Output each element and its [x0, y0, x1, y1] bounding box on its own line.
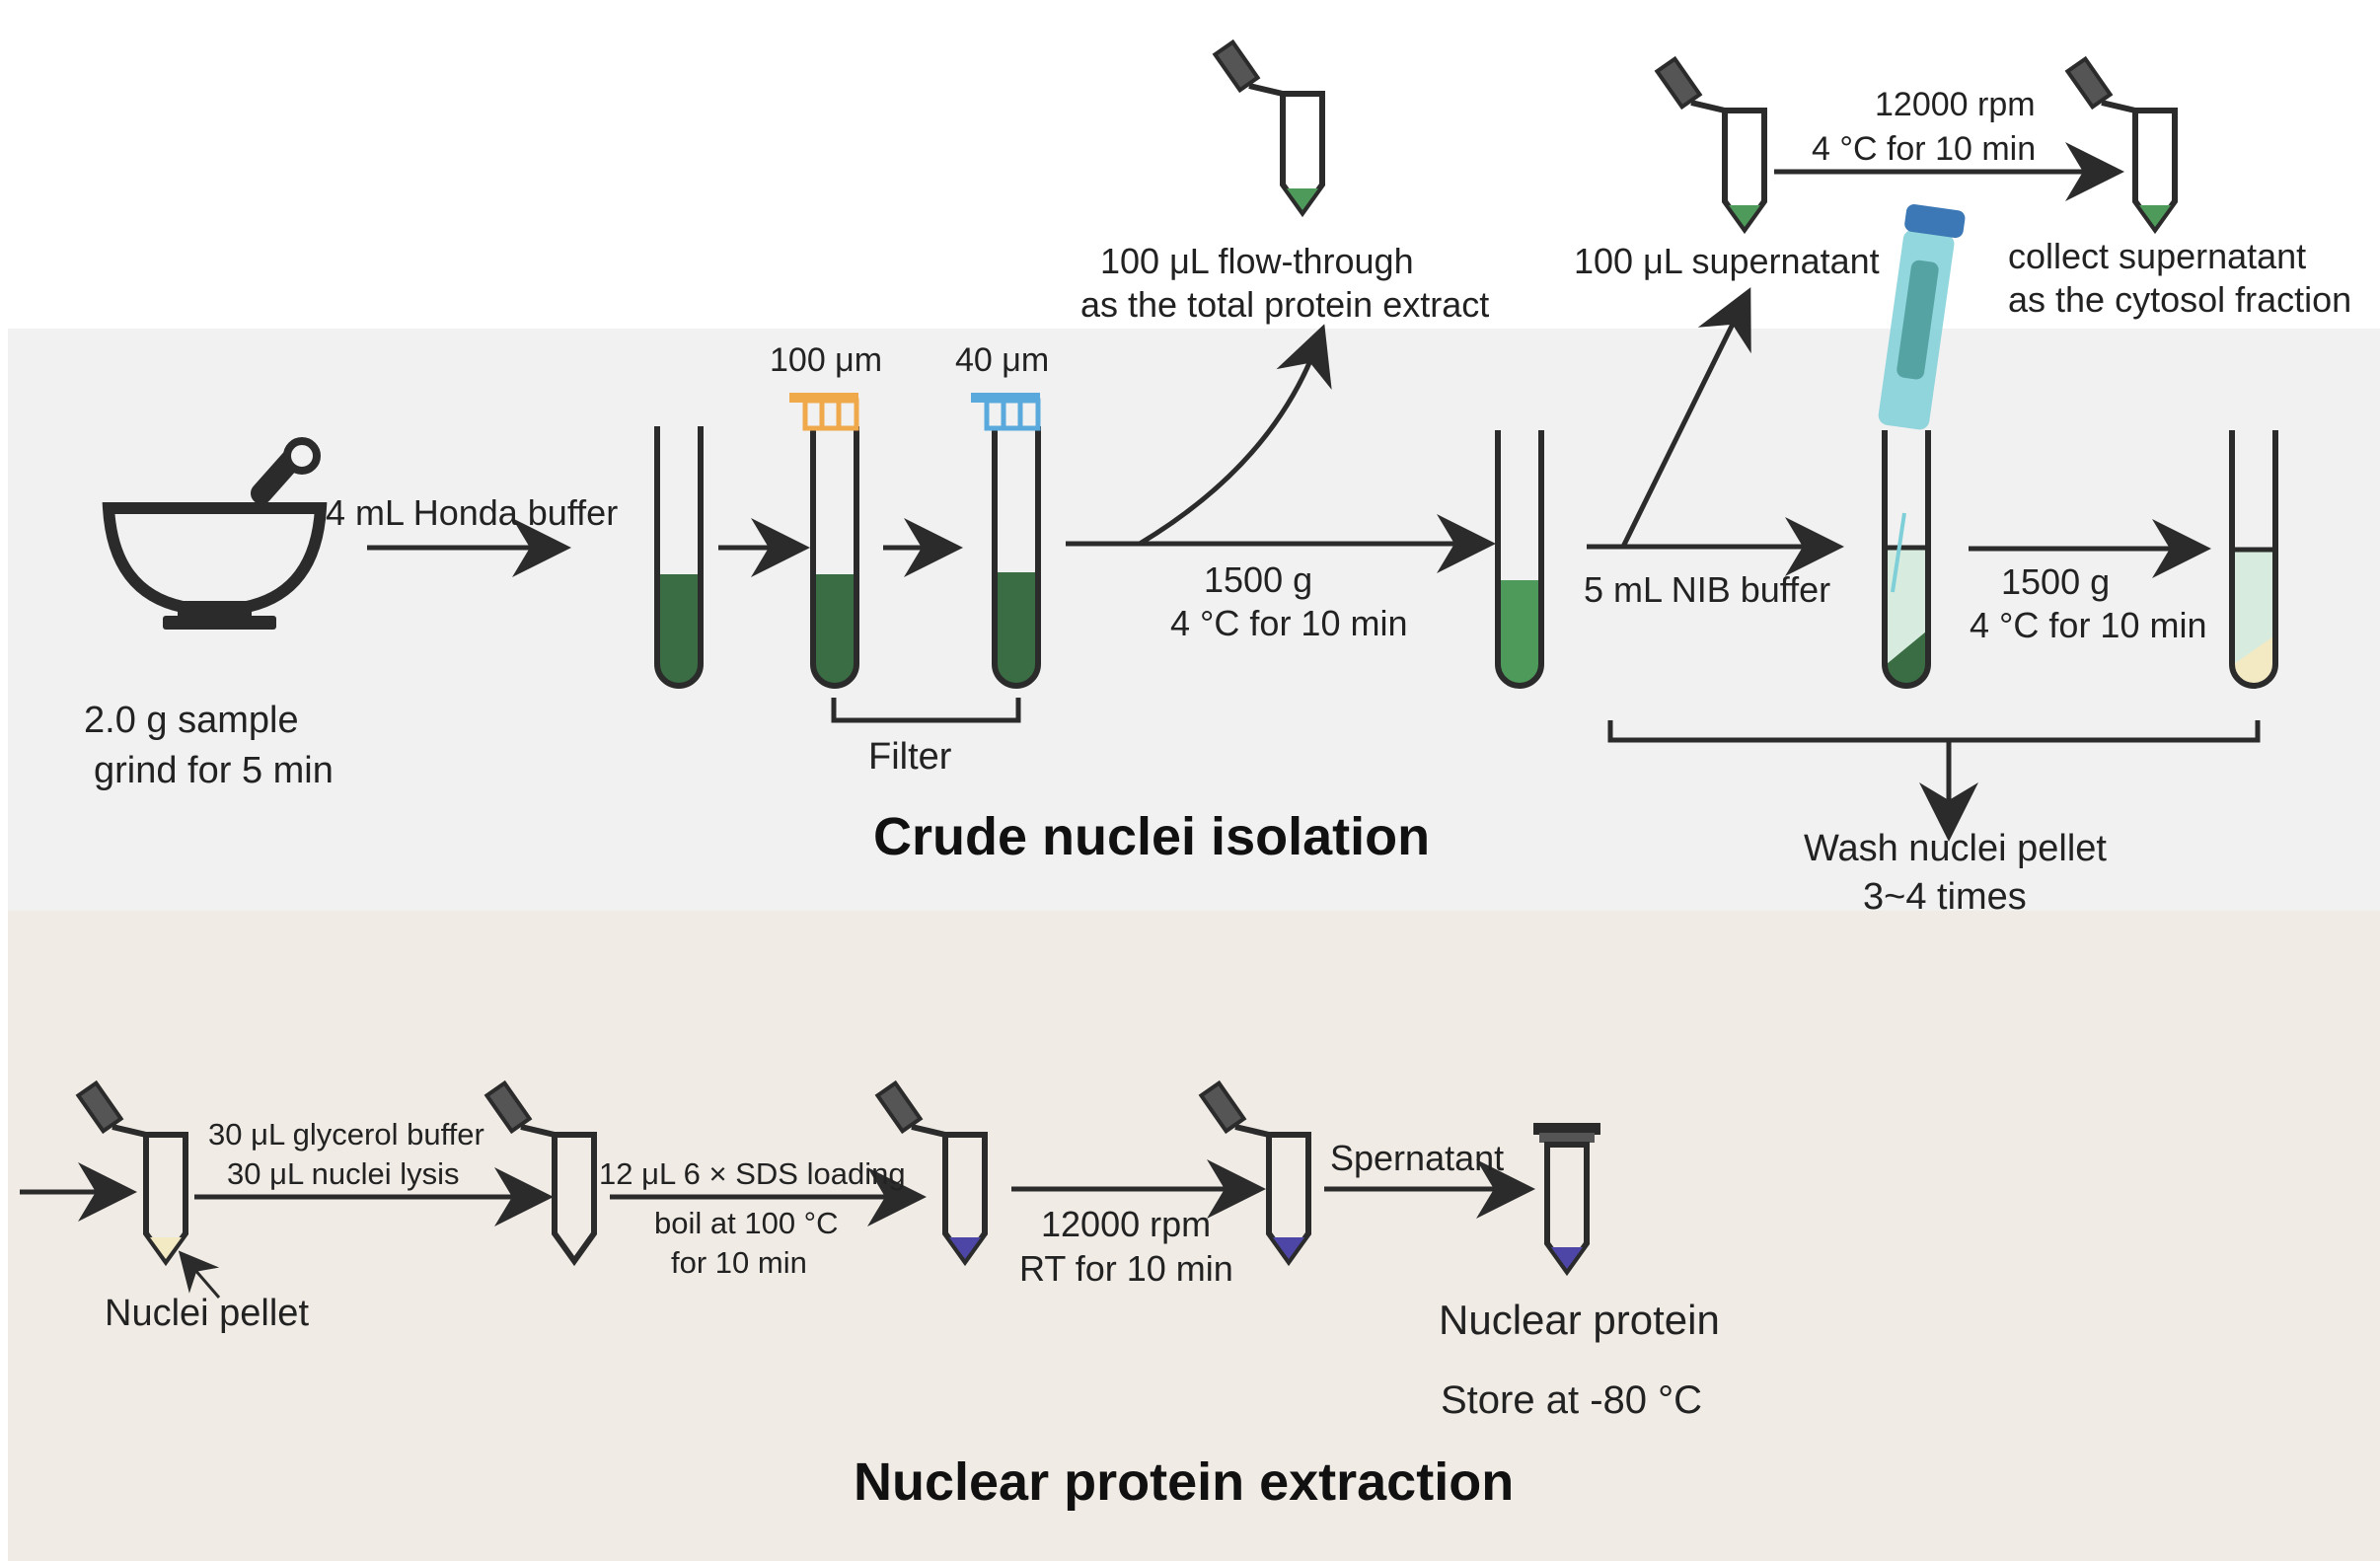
spin1-condition-label: 4 °C for 10 min: [1170, 603, 1408, 643]
nuclear-protein-label: Nuclear protein: [1439, 1297, 1720, 1343]
spin2-label: 1500 g: [2001, 561, 2110, 602]
arrow-icon: [1620, 287, 1751, 549]
arrow-icon: [1138, 324, 1332, 547]
rt-label: RT for 10 min: [1019, 1248, 1233, 1289]
spin2-condition-label: 4 °C for 10 min: [1970, 605, 2207, 645]
nib-buffer-label: 5 mL NIB buffer: [1584, 569, 1830, 610]
section-title-crude: Crude nuclei isolation: [873, 807, 1430, 866]
pipette-icon: [1878, 204, 1966, 593]
glycerol-label: 30 μL glycerol buffer: [208, 1117, 484, 1152]
microcentrifuge-tube-closed-icon: [1533, 1123, 1600, 1277]
supernatant-label: 100 μL supernatant: [1574, 241, 1880, 281]
filter-label: Filter: [868, 736, 952, 778]
test-tube-filter-100-icon: [810, 426, 859, 689]
cell-strainer-icon: [971, 393, 1041, 431]
spernatant-label: Spernatant: [1330, 1138, 1504, 1178]
nuclei-pellet-label: Nuclei pellet: [105, 1293, 309, 1334]
microcentrifuge-tube-icon: [483, 1079, 597, 1267]
microcentrifuge-tube-icon: [1198, 1079, 1311, 1267]
test-tube-washed-icon: [2229, 430, 2278, 689]
microcentrifuge-tube-nuclei-icon: [75, 1079, 188, 1267]
boil-label: boil at 100 °C: [654, 1206, 838, 1240]
sds-label: 12 μL 6 × SDS loading: [599, 1156, 906, 1191]
filter-bracket: [831, 698, 1021, 723]
grind-label: grind for 5 min: [94, 750, 334, 791]
section-title-nuclear: Nuclear protein extraction: [854, 1452, 1514, 1512]
test-tube-centrifuged-icon: [1495, 430, 1544, 689]
bottom-panel: [8, 911, 2380, 1561]
honda-buffer-label: 4 mL Honda buffer: [326, 492, 618, 533]
top-panel: [8, 329, 2380, 911]
rpm-label: 12000 rpm: [1875, 86, 2036, 123]
rpm-bottom-label: 12000 rpm: [1041, 1204, 1211, 1244]
microcentrifuge-tube-icon: [2064, 55, 2178, 235]
store-label: Store at -80 °C: [1441, 1378, 1702, 1422]
spin1-label: 1500 g: [1204, 559, 1312, 600]
wash-bracket: [1607, 720, 2261, 743]
microcentrifuge-tube-icon: [1212, 38, 1325, 218]
sample-label: 2.0 g sample: [84, 700, 299, 741]
rpm-condition-label: 4 °C for 10 min: [1812, 130, 2036, 168]
microcentrifuge-tube-icon: [874, 1079, 988, 1267]
collect-supernatant-label: collect supernatant: [2008, 236, 2306, 276]
flow-through-label: 100 μL flow-through: [1100, 241, 1414, 281]
lysis-label: 30 μL nuclei lysis: [227, 1156, 460, 1191]
total-protein-label: as the total protein extract: [1080, 284, 1489, 325]
mortar-pestle-icon: [102, 437, 328, 630]
cell-strainer-icon: [789, 393, 859, 431]
boil-time-label: for 10 min: [671, 1245, 807, 1280]
wash-times-label: 3~4 times: [1863, 876, 2027, 918]
mesh-40-label: 40 μm: [955, 341, 1049, 379]
pointer-arrow-icon: [178, 1250, 221, 1299]
cytosol-fraction-label: as the cytosol fraction: [2008, 279, 2351, 320]
test-tube-icon: [654, 426, 704, 689]
microcentrifuge-tube-icon: [1654, 55, 1767, 235]
mesh-100-label: 100 μm: [770, 341, 882, 379]
test-tube-filter-40-icon: [992, 426, 1041, 689]
wash-label: Wash nuclei pellet: [1804, 828, 2107, 869]
